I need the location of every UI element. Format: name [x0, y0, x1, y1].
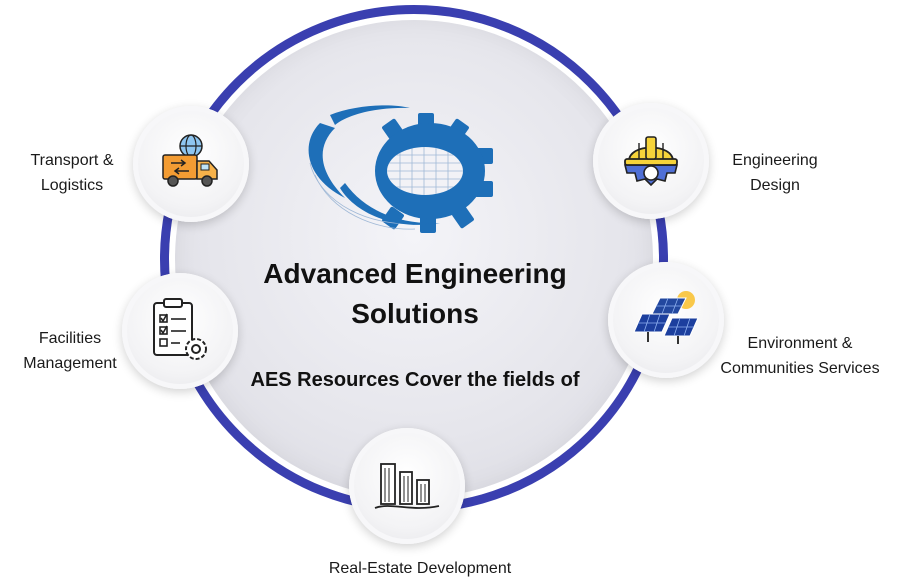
label-environment: Environment & Communities Services [720, 335, 880, 377]
label-engineering: Engineering Design [732, 152, 818, 194]
node-engineering [593, 103, 709, 219]
label-transport: Transport & Logistics [30, 152, 114, 194]
label-realestate: Real-Estate Development [328, 560, 512, 577]
checklist-gear-icon [153, 298, 207, 360]
main-title: Advanced Engineering Solutions [200, 254, 630, 334]
subtitle: AES Resources Cover the fields of [250, 369, 580, 391]
hardhat-gear-icon [623, 136, 679, 187]
buildings-icon [374, 463, 440, 509]
label-facilities: Facilities Management [23, 330, 117, 372]
node-environment [608, 262, 724, 378]
node-facilities [122, 273, 238, 389]
aes-gear-logo-icon [308, 105, 493, 233]
solar-panel-sun-icon [633, 291, 699, 344]
title-line2: Solutions [351, 298, 479, 329]
node-realestate [349, 428, 465, 544]
node-transport [133, 106, 249, 222]
title-line1: Advanced Engineering [263, 258, 567, 289]
delivery-truck-globe-icon [162, 134, 218, 187]
